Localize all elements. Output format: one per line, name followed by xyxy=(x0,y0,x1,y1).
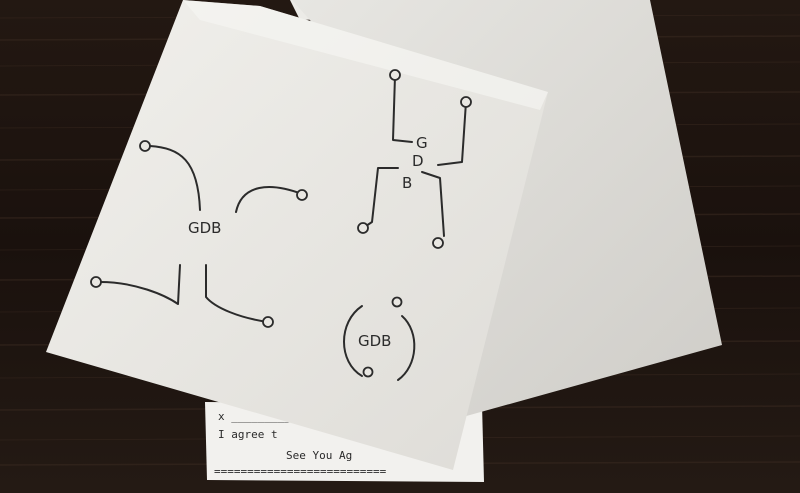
label-b: B xyxy=(402,174,412,192)
sketch-circle-diagram: GDB xyxy=(343,296,416,381)
receipt-agree-text: I agree t xyxy=(218,428,278,441)
marker-dot xyxy=(432,237,444,249)
sketch-left-diagram: GDB xyxy=(90,140,308,328)
label-gdb-left: GDB xyxy=(188,219,221,237)
receipt-rule: ========================== xyxy=(214,465,387,478)
napkin-front xyxy=(46,0,548,470)
marker-dot xyxy=(389,69,401,81)
label-d: D xyxy=(412,152,424,170)
marker-dot xyxy=(262,316,274,328)
receipt-see-you-text: See You Ag xyxy=(286,449,352,462)
marker-dot xyxy=(90,276,102,288)
marker-dot xyxy=(391,296,403,308)
marker-dot xyxy=(362,366,374,378)
marker-dot xyxy=(139,140,151,152)
label-gdb-circle: GDB xyxy=(358,332,391,350)
sketch-right-diagram: G D B xyxy=(357,69,472,249)
marker-dot xyxy=(460,96,472,108)
label-g: G xyxy=(416,134,428,152)
marker-dot xyxy=(357,222,369,234)
marker-dot xyxy=(296,189,308,201)
